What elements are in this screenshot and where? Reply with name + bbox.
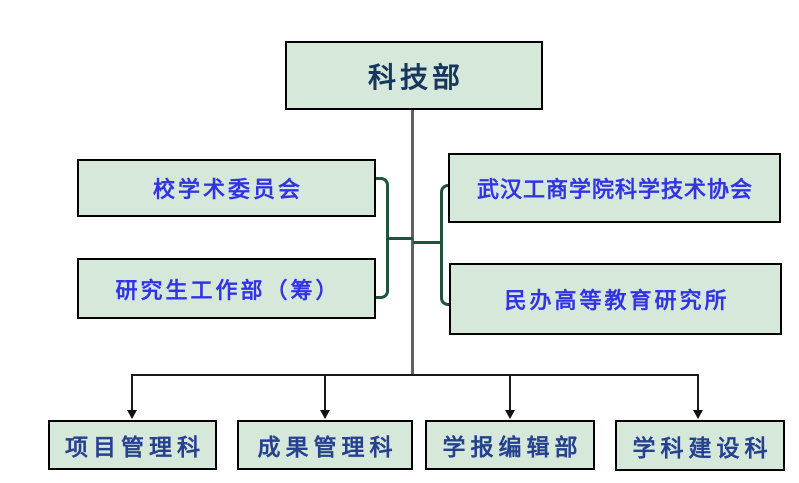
trunk-connector-line	[411, 110, 414, 375]
arrowhead-down-icon	[693, 410, 703, 419]
org-node-left-graduate-dept: 研究生工作部（筹）	[77, 258, 376, 319]
org-node-bottom-discipline-construction: 学科建设科	[615, 420, 785, 471]
right-bracket-bottom	[440, 243, 450, 306]
org-node-right-science-association: 武汉工商学院科学技术协会	[448, 153, 781, 223]
bottom-distribution-line	[132, 374, 699, 376]
org-node-bottom-achievement-management: 成果管理科	[237, 420, 413, 470]
org-node-bottom-journal-editorial: 学报编辑部	[425, 420, 595, 470]
org-node-right-education-institute: 民办高等教育研究所	[449, 263, 782, 335]
org-node-label: 武汉工商学院科学技术协会	[476, 177, 753, 202]
org-node-label: 学科建设科	[632, 435, 773, 461]
org-node-root-label: 科技部	[367, 62, 464, 94]
org-node-label: 校学术委员会	[152, 177, 303, 202]
org-node-label: 民办高等教育研究所	[504, 288, 730, 313]
drop-line-1	[131, 374, 133, 411]
left-bracket-middle-stub	[388, 237, 413, 240]
org-node-bottom-project-management: 项目管理科	[48, 420, 217, 470]
right-bracket-middle-stub	[413, 241, 440, 244]
arrowhead-down-icon	[505, 410, 515, 419]
drop-line-3	[509, 374, 511, 411]
org-node-left-academic-committee: 校学术委员会	[77, 159, 376, 217]
org-node-root: 科技部	[285, 41, 543, 110]
arrowhead-down-icon	[320, 410, 330, 419]
drop-line-2	[324, 374, 326, 411]
org-node-label: 学报编辑部	[442, 435, 583, 460]
org-node-label: 项目管理科	[65, 435, 205, 460]
org-node-label: 研究生工作部（筹）	[115, 277, 341, 303]
drop-line-4	[697, 374, 699, 411]
left-bracket-bottom	[376, 238, 389, 299]
org-node-label: 成果管理科	[257, 435, 398, 460]
arrowhead-down-icon	[127, 410, 137, 419]
left-bracket-top	[376, 177, 389, 238]
right-bracket-top	[440, 184, 450, 243]
